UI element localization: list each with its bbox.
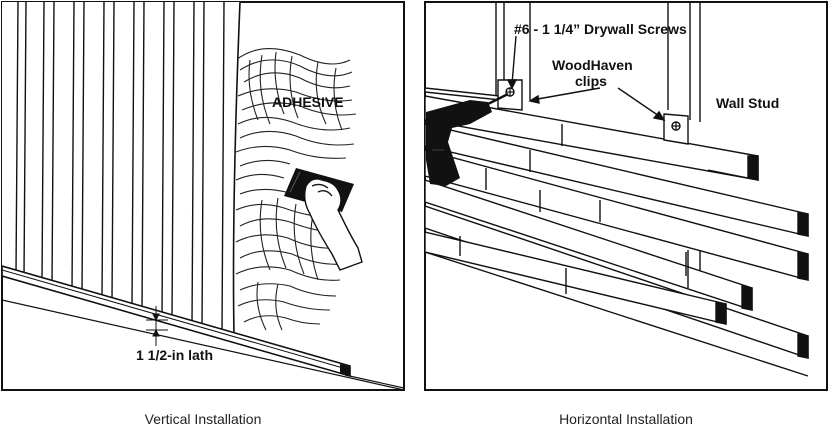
vertical-planks: [2, 2, 241, 336]
adhesive-label: ADHESIVE: [272, 94, 344, 110]
horizontal-planks: [425, 87, 809, 377]
hand-icon: [303, 178, 363, 271]
adhesive-pattern: [235, 48, 357, 331]
vertical-caption: Vertical Installation: [145, 411, 262, 427]
lath-label: 1 1/2-in lath: [136, 347, 213, 363]
wall-stud-label: Wall Stud: [716, 95, 779, 111]
horizontal-installation-panel: #6 - 1 1/4” Drywall Screws WoodHaven cli…: [424, 1, 828, 391]
vertical-installation-panel: ADHESIVE 1 1/2-in lath: [1, 1, 405, 391]
screw-icon: [506, 88, 680, 130]
clips-label-line1: WoodHaven: [552, 57, 633, 73]
screws-label: #6 - 1 1/4” Drywall Screws: [514, 21, 687, 37]
lath-dimension-marker: [146, 306, 168, 346]
drill-icon: [426, 92, 509, 186]
lath-strip: [2, 265, 404, 390]
horizontal-caption: Horizontal Installation: [559, 411, 693, 427]
clips-label-line2: clips: [575, 73, 607, 89]
label-leaders: [506, 35, 666, 122]
